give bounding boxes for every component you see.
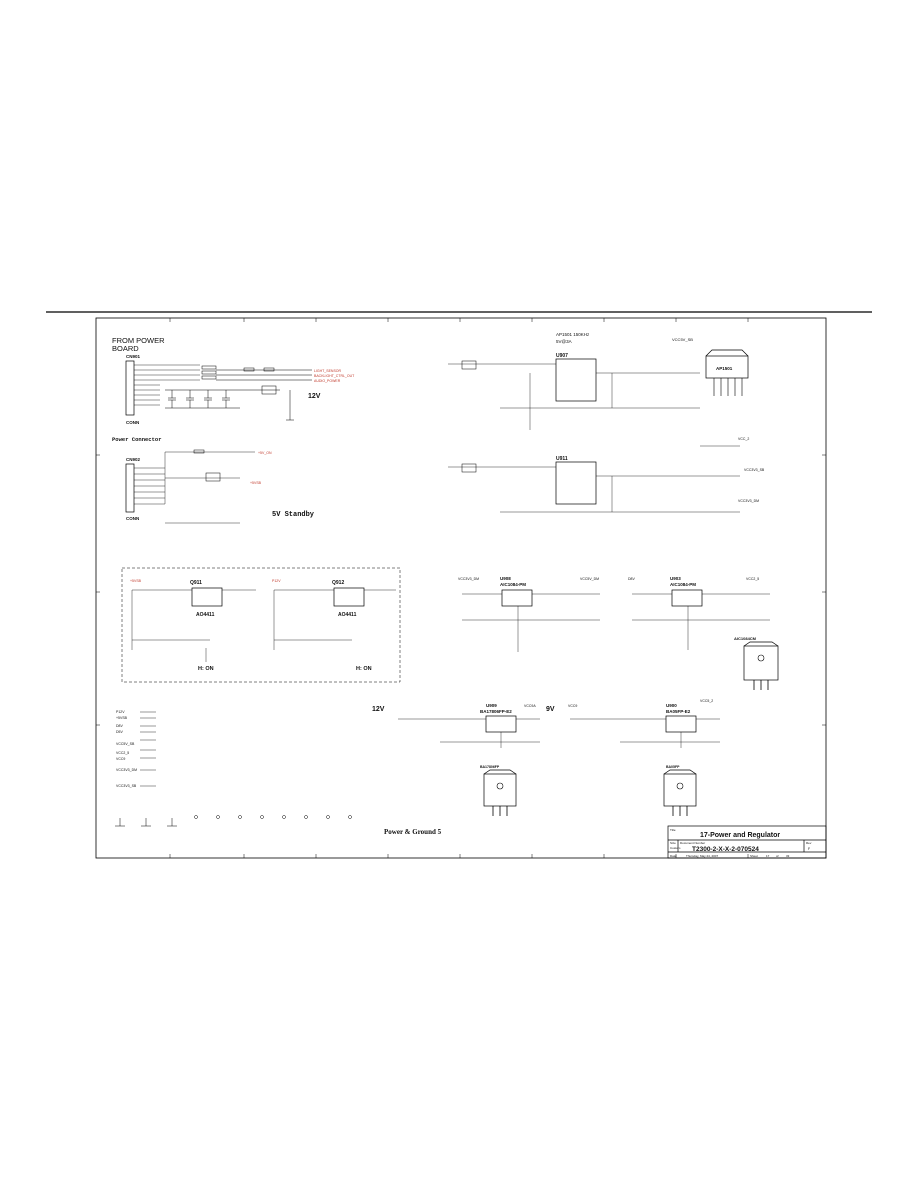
net-vcc9: VCC9	[568, 704, 577, 708]
netlist-vcc3v3-sb: VCC3V3_SB	[116, 784, 137, 788]
q912-label: Q912	[332, 580, 344, 586]
u903-part: AIC1084-PM	[670, 582, 696, 587]
netlist-p12v: P12V	[116, 710, 125, 714]
heading-board: BOARD	[112, 344, 139, 353]
hi-on-1: H: ON	[198, 666, 214, 672]
standby-label: 5V Standby	[272, 511, 315, 519]
tb-docnum-label: Document Number	[680, 841, 705, 845]
netlist-vcc3v3-dm: VCC3V3_DM	[116, 768, 137, 772]
cn902-label: CN902	[126, 457, 141, 462]
tb-of-label: of	[776, 854, 779, 858]
chip-ba05fp: BA05FP	[666, 765, 680, 769]
hi-on-2: H: ON	[356, 666, 372, 672]
chip-ba17806: BA17806FP	[480, 765, 500, 769]
tb-date: Thursday, May 24, 2007	[686, 854, 718, 858]
cn902-conn-label: CONN	[126, 516, 139, 521]
u907-label: U907	[556, 353, 568, 359]
tb-size: Custom	[670, 846, 681, 850]
q912-part: AO4411	[338, 612, 357, 618]
net-d8v: D8V	[628, 577, 635, 581]
svg-text:BACKLIGHT_CTRL_OUT: BACKLIGHT_CTRL_OUT	[314, 374, 355, 378]
cn901-label: CN901	[126, 354, 141, 359]
net-ps-on: +5V_ON	[258, 451, 272, 455]
tb-sheet-total: 33	[786, 854, 790, 858]
net-vcc3v3-dm: VCC3V3_DM	[458, 577, 479, 581]
chip-aic1084: AIC1084CM	[734, 636, 757, 641]
q911-label: Q911	[190, 580, 202, 586]
u907-note2: 5V@3A	[556, 339, 572, 344]
tb-rev: F	[808, 847, 810, 851]
u908-part: AIC1084-PM	[500, 582, 526, 587]
tb-size-label: Size	[670, 841, 676, 845]
net-vcc2-5: VCC2_5	[746, 577, 759, 581]
netlist-vcc2-5: VCC2_5	[116, 751, 129, 755]
svg-text:AUDIO_POWER: AUDIO_POWER	[314, 379, 341, 383]
svg-text:LIGHT_SENSOR: LIGHT_SENSOR	[314, 369, 342, 373]
net-vcc5v-sb-top: VCC5V_SB	[672, 337, 693, 342]
net-vcc3v3-dm-r: VCC3V3_DM	[738, 499, 759, 503]
tb-sheet-num: 17	[766, 854, 770, 858]
u900-label: U900	[666, 703, 677, 708]
heading-from-power: FROM POWER	[112, 336, 165, 345]
tb-sheet-label: Sheet	[750, 854, 758, 858]
tb-title: 17-Power and Regulator	[700, 832, 780, 839]
u903-label: U903	[670, 576, 681, 581]
net-vcc9a: VCC9A	[524, 704, 536, 708]
net-vcc-2: VCC_2	[738, 437, 749, 441]
u911-label: U911	[556, 456, 568, 462]
u909-part: BA17806FP-E2	[480, 709, 512, 714]
netlist-d8v: D8V	[116, 724, 123, 728]
net-p12v-q912: P12V	[272, 579, 281, 583]
u908-label: U908	[500, 576, 511, 581]
net-p5vsb-top: +5VSB	[250, 481, 262, 485]
net-vcc5v-dm: VCC5V_DM	[580, 577, 599, 581]
tb-rev-label: Rev	[806, 841, 812, 845]
netlist-vcc9: VCC9	[116, 757, 125, 761]
netlist-vcc5v-sb: VCC5V_SB	[116, 742, 135, 746]
netlist-d5v: D5V	[116, 730, 123, 734]
cn901-conn-label: CONN	[126, 420, 139, 425]
u900-part: BA05FP-E2	[666, 709, 691, 714]
net-vcc5-2: VCC5_2	[700, 699, 713, 703]
net-vcc3v3-sb-r: VCC3V3_SB	[744, 468, 765, 472]
label-9v: 9V	[546, 706, 555, 713]
tb-title-label: Title	[670, 828, 676, 832]
netlist-p5vsb: +5VSB	[116, 716, 128, 720]
net-p5vsb-q911: +5VSB	[130, 579, 142, 583]
label-12v-top: 12V	[308, 393, 321, 400]
q911-part: AO4411	[196, 612, 215, 618]
u909-label: U909	[486, 703, 497, 708]
tb-docnum: T2300-2-X-X-2-070524	[692, 846, 759, 853]
label-12v-left: 12V	[372, 706, 385, 713]
schematic-frame	[95, 317, 827, 859]
power-connector-label: Power Connector	[112, 436, 162, 443]
tb-date-label: Date:	[670, 854, 677, 858]
chip-ap1501: AP1501	[716, 366, 733, 371]
footer-note: Power & Ground 5	[384, 828, 442, 836]
u907-note: AP1501 150KHz	[556, 332, 590, 337]
